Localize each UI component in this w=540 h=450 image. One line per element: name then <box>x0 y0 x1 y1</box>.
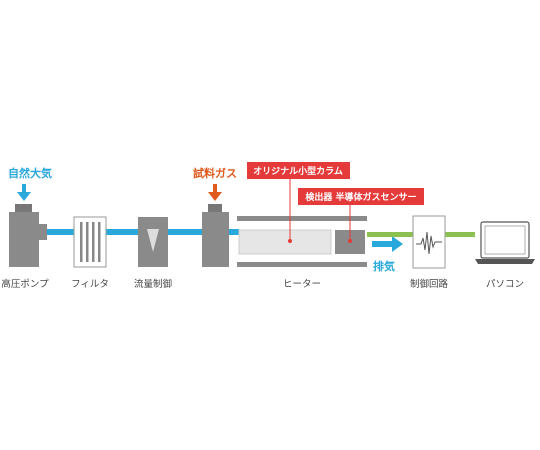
detector-callout: 検出器 半導体ガスセンサー <box>298 188 424 243</box>
air-inlet-label: 自然大気 <box>8 166 52 180</box>
column <box>238 229 332 255</box>
pipe-filter-flow <box>106 229 138 235</box>
exhaust-arrow <box>372 236 403 252</box>
heater <box>237 216 367 267</box>
pipe-circuit-pc <box>445 232 475 237</box>
high-pressure-pump <box>9 204 47 267</box>
signal-line-detector-circuit <box>367 232 413 237</box>
waveform-icon <box>416 231 442 255</box>
sample-gas-arrow <box>208 184 222 201</box>
column-callout: オリジナル小型カラム <box>247 162 350 243</box>
filter-label: フィルタ <box>71 279 109 290</box>
pump-label: 高圧ポンプ <box>1 278 49 290</box>
column-callout-text: オリジナル小型カラム <box>253 165 343 177</box>
pipe-sample-heater <box>229 229 239 235</box>
sample-injector <box>202 204 229 267</box>
sample-gas-label: 試料ガス <box>193 166 237 180</box>
air-inlet-arrow <box>17 184 31 201</box>
flow-controller <box>138 217 168 267</box>
pipe-pump-filter <box>42 229 74 235</box>
flow-control-label: 流量制御 <box>134 278 172 290</box>
heater-label: ヒーター <box>283 279 321 290</box>
filter <box>73 216 107 268</box>
control-circuit-label: 制御回路 <box>410 278 449 290</box>
detector-callout-text: 検出器 半導体ガスセンサー <box>305 191 416 203</box>
pipe-flow-sample <box>168 229 202 235</box>
control-circuit <box>412 215 446 269</box>
laptop-icon <box>475 221 535 264</box>
exhaust-label: 排気 <box>373 259 395 273</box>
pc-label: パソコン <box>486 279 524 290</box>
